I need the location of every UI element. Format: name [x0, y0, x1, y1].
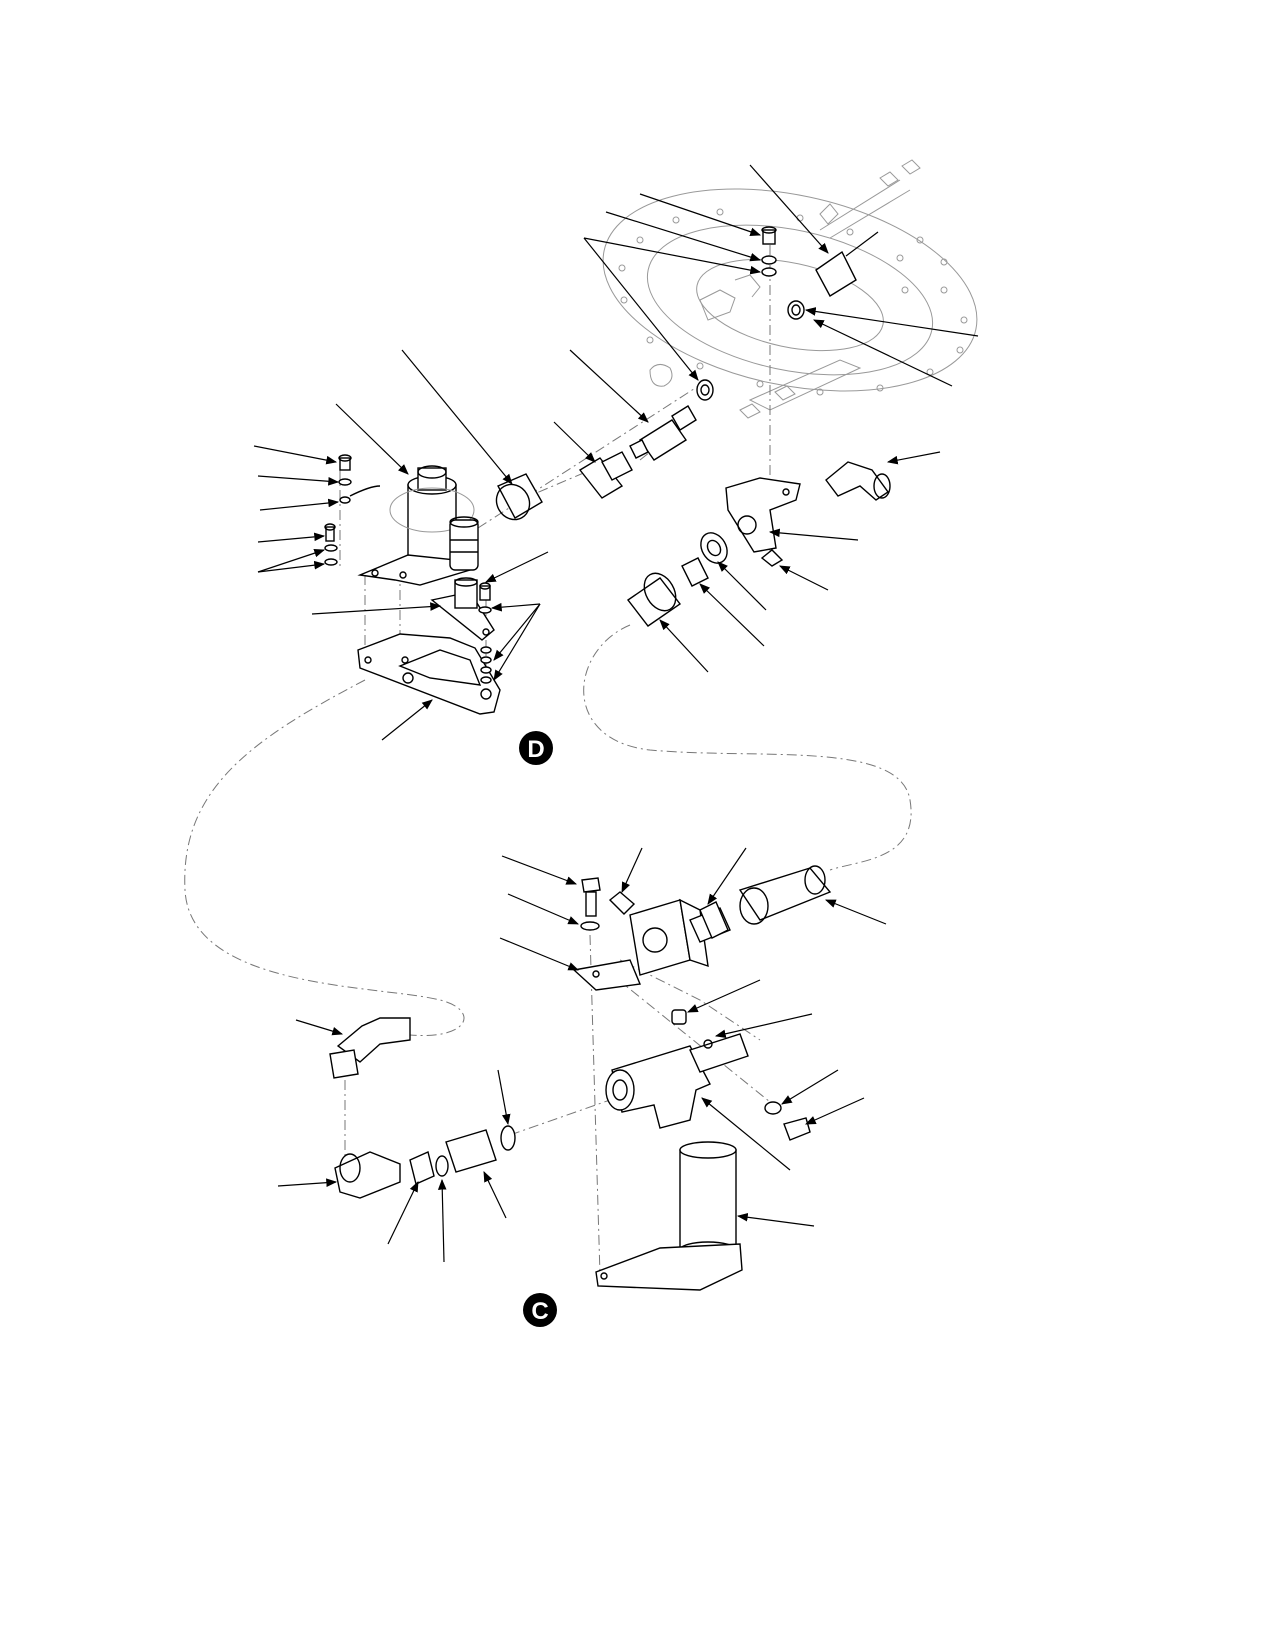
- adapter-c: [445, 1129, 497, 1173]
- leader-lines: [253, 164, 979, 1263]
- callout-d-label: D: [527, 736, 544, 763]
- check-valve-d: [639, 419, 687, 461]
- elbow-fitting-d: [825, 461, 889, 501]
- hose-end-c: [738, 867, 832, 921]
- valve-block-c: [629, 899, 691, 976]
- callout-d-badge: D: [519, 731, 553, 765]
- upper-right-parts: [626, 226, 891, 627]
- elbow-hose-c: [336, 1017, 411, 1063]
- pump-body-d: [407, 484, 457, 566]
- callout-c-label: C: [531, 1298, 548, 1325]
- hose-end-d-right: [626, 577, 682, 627]
- tank-flange-ghost: [602, 159, 978, 419]
- detail-d-assembly: [324, 379, 714, 715]
- callout-c-badge: C: [523, 1293, 557, 1327]
- hose-end-d-left: [497, 473, 543, 519]
- pump-tube-c: [679, 1149, 737, 1251]
- detail-c-assembly: [329, 865, 832, 1291]
